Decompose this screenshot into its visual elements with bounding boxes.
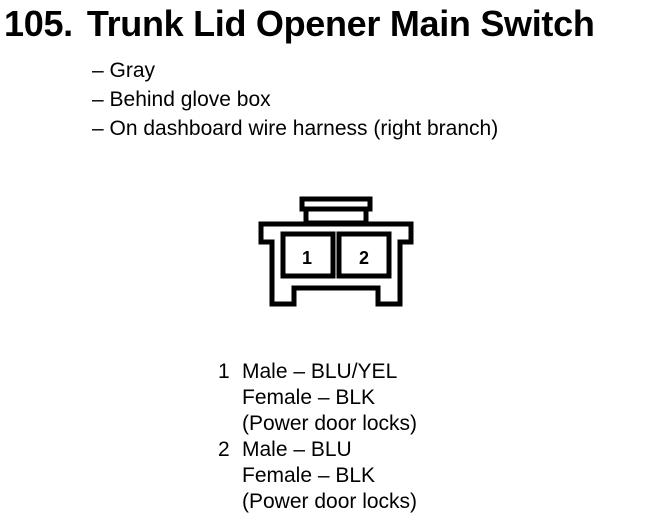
pin-list: 1 Male – BLU/YEL Female – BLK (Power doo… — [218, 359, 417, 515]
cavity-label-2: 2 — [359, 248, 369, 268]
pin-circuit: (Power door locks) — [242, 490, 418, 513]
page-title: 105. Trunk Lid Opener Main Switch — [4, 2, 595, 46]
connector-cavity-1 — [280, 231, 336, 279]
connector-details: – Gray – Behind glove box – On dashboard… — [92, 56, 498, 143]
pin-number: 2 — [218, 438, 230, 461]
detail-harness: – On dashboard wire harness (right branc… — [92, 117, 499, 140]
section-title: Trunk Lid Opener Main Switch — [86, 3, 595, 44]
section-number: 105. — [4, 3, 73, 44]
connector-cavity-2 — [336, 231, 392, 279]
pin-item-2: 2 Male – BLU Female – BLK (Power door lo… — [218, 437, 417, 515]
pin-circuit: (Power door locks) — [242, 412, 418, 435]
pin-male-wire: Male – BLU/YEL — [242, 360, 398, 383]
pin-item-1: 1 Male – BLU/YEL Female – BLK (Power doo… — [218, 359, 417, 437]
connector-body — [258, 221, 414, 307]
pin-number: 1 — [218, 360, 230, 383]
detail-color: – Gray — [92, 59, 156, 82]
pin-male-wire: Male – BLU — [242, 438, 352, 461]
connector-diagram: 1 2 — [258, 196, 414, 307]
connector-latch-base — [303, 206, 369, 226]
cavity-label-1: 1 — [302, 248, 312, 268]
detail-location: – Behind glove box — [92, 88, 271, 111]
pin-female-wire: Female – BLK — [242, 464, 376, 487]
pin-female-wire: Female – BLK — [242, 386, 376, 409]
